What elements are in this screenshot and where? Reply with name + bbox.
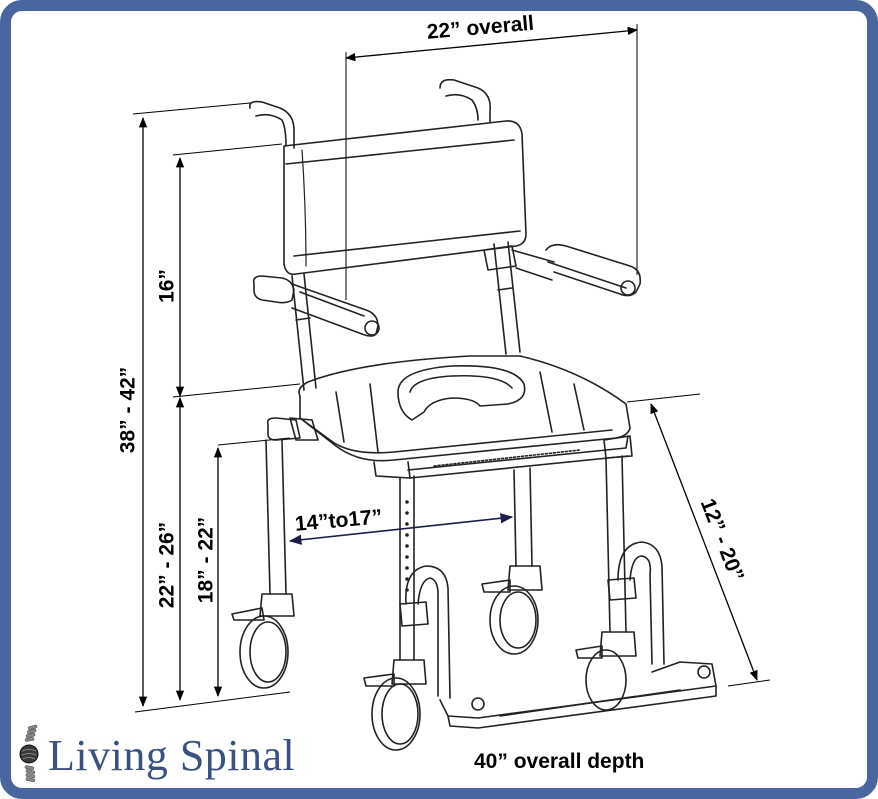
dim-overall-height: 38” - 42” <box>116 366 140 454</box>
caster-rear-right <box>481 565 543 655</box>
dim-overall-depth: 40” overall depth <box>474 750 645 773</box>
spine-icon <box>19 724 39 783</box>
chair-outline <box>231 78 717 751</box>
brand-name: Living Spinal <box>48 730 296 780</box>
dim-backrest-height: 16” <box>155 269 179 303</box>
dim-seat-height-low: 18” - 22” <box>194 516 218 604</box>
dim-seat-height: 22” - 26” <box>155 521 179 609</box>
caster-rear-left <box>231 593 295 689</box>
brand-logo: Living Spinal <box>16 724 296 785</box>
caster-front-left <box>363 659 427 751</box>
